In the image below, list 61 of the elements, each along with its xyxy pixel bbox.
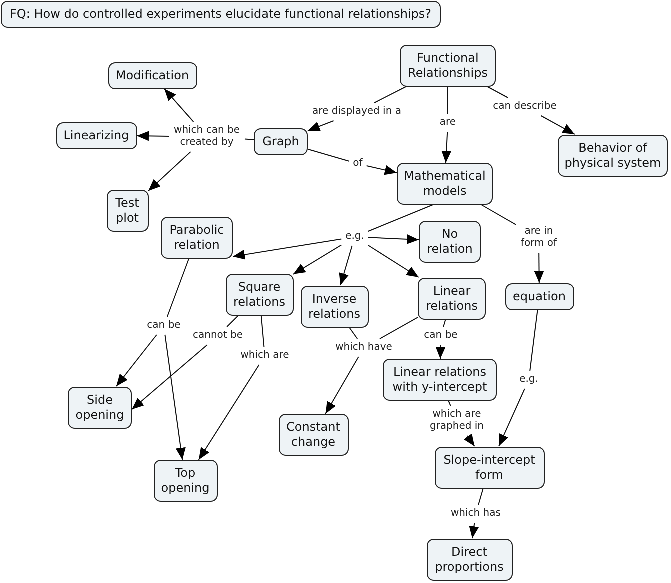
concept-box: Direct proportions [426, 538, 512, 580]
connector-line [226, 316, 239, 328]
concept-box: Constant change [278, 414, 348, 456]
concept-box: Top opening [154, 460, 218, 502]
arrow [534, 252, 544, 284]
connector-line [448, 400, 452, 406]
connector-line [478, 488, 484, 506]
connector-line [443, 319, 446, 328]
arrow [232, 238, 342, 260]
concept-box: No relation [419, 220, 481, 262]
arrow [368, 234, 420, 244]
linking-phrase: e.g. [344, 231, 366, 243]
connector-line [530, 310, 538, 372]
concept-box: Slope-intercept form [434, 446, 544, 488]
arrow [116, 334, 158, 387]
linking-phrase: e.g. [518, 374, 540, 386]
arrow [436, 344, 446, 360]
focus-question-box: FQ: How do controlled experiments elucidate functional relationships? [1, 1, 441, 28]
arrow [164, 334, 186, 460]
arrow [136, 131, 170, 142]
arrow [442, 132, 452, 164]
concept-box: Linear relations [418, 278, 486, 320]
concept-box: Modification [108, 62, 197, 89]
arrow [148, 152, 192, 192]
linking-phrase: which can be created by [172, 125, 242, 149]
connector-line [244, 138, 254, 140]
connector-line [380, 317, 418, 340]
concept-box: Side opening [68, 386, 132, 428]
linking-phrase: which are graphed in [428, 409, 486, 433]
concept-box: Square relations [226, 274, 294, 316]
arrow [339, 246, 353, 286]
arrow [368, 245, 420, 278]
concept-box: Behavior of physical system [558, 134, 668, 176]
concept-box: Functional Relationships [400, 44, 496, 86]
concept-box: Inverse relations [300, 286, 368, 328]
arrow [308, 120, 334, 132]
linking-phrase: are displayed in a [312, 106, 402, 118]
concept-box: Graph [254, 128, 308, 155]
arrow [293, 244, 342, 275]
connector-line [481, 204, 516, 226]
connector-line [348, 327, 358, 340]
concept-box: Parabolic relation [161, 216, 233, 258]
arrow [366, 165, 398, 176]
arrow [164, 88, 194, 122]
concept-box: Linearizing [56, 122, 137, 149]
arrow [464, 434, 476, 447]
arrow [498, 388, 526, 447]
concept-box: Linear relations with y-intercept [383, 359, 497, 401]
connector-line [308, 148, 350, 162]
concept-box: equation [505, 283, 574, 310]
concept-box: Mathematical models [397, 163, 493, 205]
arrow [198, 364, 260, 460]
arrow [325, 356, 360, 414]
connector-line [486, 86, 509, 98]
arrow [540, 116, 576, 135]
connector-line [374, 86, 408, 104]
connector-line [260, 316, 265, 348]
connector-line [166, 258, 190, 318]
arrow [469, 522, 480, 539]
arrow [132, 344, 208, 410]
concept-box: Test plot [106, 190, 148, 232]
